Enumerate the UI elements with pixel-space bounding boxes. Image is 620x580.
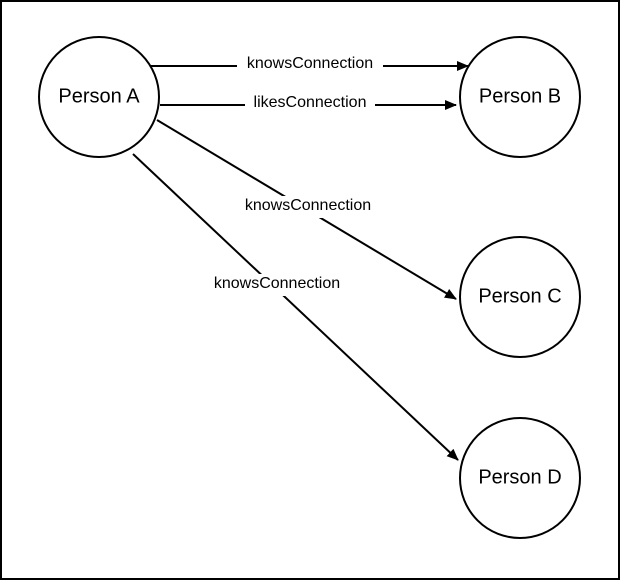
- node-circle: [459, 236, 581, 358]
- edge-label-knows-b: knowsConnection: [247, 55, 373, 72]
- node-person-b: Person B: [459, 36, 581, 158]
- node-label: Person C: [478, 285, 561, 307]
- edge-label-background: [245, 93, 375, 115]
- edge-label-background: [236, 196, 382, 218]
- node-circle: [38, 36, 160, 158]
- edge-label-background: [237, 54, 383, 76]
- node-circle: [459, 36, 581, 158]
- edge-label-knows-d: knowsConnection: [214, 275, 340, 292]
- edge-label-likes-b: likesConnection: [254, 94, 367, 111]
- node-label: Person B: [479, 85, 561, 107]
- node-label: Person A: [58, 85, 140, 107]
- node-person-d: Person D: [459, 417, 581, 539]
- node-person-c: Person C: [459, 236, 581, 358]
- edge-line: [132, 153, 459, 461]
- edge-label-background: [204, 274, 350, 296]
- node-label: Person D: [478, 466, 561, 488]
- edge-label-knows-c: knowsConnection: [245, 197, 371, 214]
- edge-a-c-knows: knowsConnection: [156, 119, 457, 300]
- node-circle: [459, 417, 581, 539]
- node-person-a: Person A: [38, 36, 160, 158]
- edge-a-b-likes: likesConnection: [160, 93, 457, 115]
- edge-a-d-knows: knowsConnection: [132, 153, 459, 461]
- edge-a-b-knows: knowsConnection: [150, 54, 469, 76]
